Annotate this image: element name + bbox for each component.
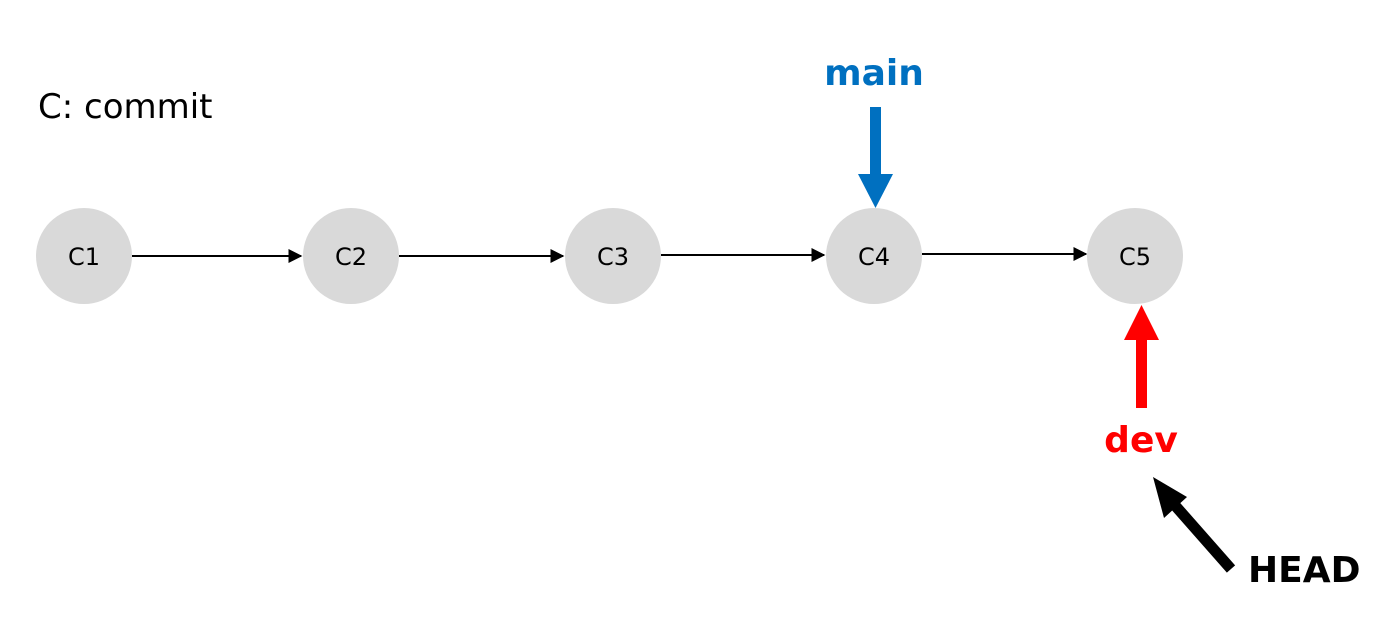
- commit-node-c1: C1: [36, 208, 132, 304]
- commit-label: C4: [858, 243, 890, 271]
- commit-circle: [565, 208, 661, 304]
- commit-node-c5: C5: [1087, 208, 1183, 304]
- commit-label: C1: [68, 243, 100, 271]
- commit-label: C3: [597, 243, 629, 271]
- head-label: HEAD: [1248, 550, 1360, 591]
- commit-circle: [1087, 208, 1183, 304]
- head-pointer-arrow-icon: [1153, 477, 1236, 573]
- commit-circle: [36, 208, 132, 304]
- dev-branch-label: dev: [1104, 420, 1178, 461]
- commit-label: C5: [1119, 243, 1151, 271]
- commit-node-c2: C2: [303, 208, 399, 304]
- main-pointer-arrow-icon: [858, 107, 893, 208]
- commit-node-c3: C3: [565, 208, 661, 304]
- legend-text: C: commit: [38, 87, 213, 127]
- commit-circle: [303, 208, 399, 304]
- commit-circle: [826, 208, 922, 304]
- main-branch-label: main: [824, 53, 924, 94]
- commit-label: C2: [335, 243, 367, 271]
- dev-pointer-arrow-icon: [1124, 305, 1159, 408]
- commit-node-c4: C4: [826, 208, 922, 304]
